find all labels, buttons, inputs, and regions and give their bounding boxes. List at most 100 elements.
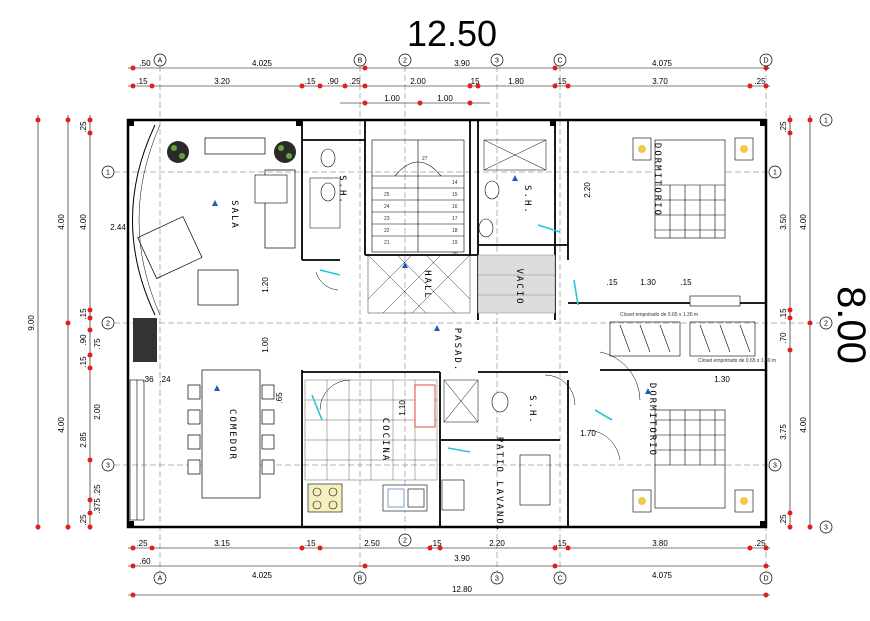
left-inner-dim-7: 2.00 xyxy=(93,404,102,420)
left-inner-dim-5: .75 xyxy=(93,338,102,350)
dim-1-20: 1.20 xyxy=(261,277,270,293)
right-mid-dim-1: 4.00 xyxy=(799,214,808,230)
left-inner-dim-10: .375 xyxy=(93,498,102,514)
grid-col-c-top: C xyxy=(557,58,562,65)
laundry-sink-icon xyxy=(441,454,551,511)
stair-step-27: 27 xyxy=(422,156,428,162)
bottom-dim-5: .15 xyxy=(430,539,442,548)
top-dim2-9: .15 xyxy=(555,77,567,86)
room-label-dormitorio-2: DORMITORIO xyxy=(647,383,657,457)
room-label-comedor: COMEDOR xyxy=(227,409,237,461)
left-dimension-ticks xyxy=(35,117,93,530)
top-dim-2: 3.90 xyxy=(454,59,470,68)
stair-step-15: 15 xyxy=(452,192,458,198)
bottom-dim-7: 2.20 xyxy=(489,539,505,548)
left-inner-dim-6: .15 xyxy=(79,356,88,368)
right-dimension-lines xyxy=(789,115,811,530)
top-dim2-8: 1.80 xyxy=(508,77,524,86)
stair-step-23: 23 xyxy=(384,216,390,222)
room-label-cocina: COCINA xyxy=(380,418,390,463)
room-label-dormitorio-1: DORMITORIO xyxy=(652,143,662,217)
stair-step-19: 19 xyxy=(452,240,458,246)
closet-note-bottom: Closet empotrado de 0.65 x 1.30 m xyxy=(698,358,776,364)
bottom-dim-2: 3.15 xyxy=(214,539,230,548)
bed-bottom-icon xyxy=(654,409,726,509)
kitchen-sink-icon xyxy=(382,484,428,512)
dim-1-30-top: 1.30 xyxy=(640,278,656,287)
closet-icon xyxy=(609,321,756,357)
top-dim2-6: 2.00 xyxy=(410,77,426,86)
stair-step-17: 17 xyxy=(452,216,458,222)
living-bay-window xyxy=(132,124,156,316)
kitchen-counter xyxy=(414,384,436,428)
bottom-dim2-1: 4.025 xyxy=(252,571,273,580)
lamp-icon xyxy=(638,145,748,505)
top-dim2-4: .90 xyxy=(327,77,339,86)
dim-15-a: .15 xyxy=(606,278,618,287)
room-label-sh-1: S.H. xyxy=(337,175,347,205)
bottom-edge-dim: .60 xyxy=(139,557,151,566)
stove-icon xyxy=(307,483,343,513)
grid-bubbles-right xyxy=(768,113,833,534)
grid-col-b-bottom: B xyxy=(358,576,363,583)
dim-1-00: 1.00 xyxy=(261,337,270,353)
dim-15-b: .15 xyxy=(680,278,692,287)
bottom-dim-9: 3.80 xyxy=(652,539,668,548)
grid-col-a-bottom: A xyxy=(158,576,163,583)
grid-row-3-left: 3 xyxy=(106,463,110,470)
stair-step-25: 25 xyxy=(384,192,390,198)
left-mid-dim-2: 4.00 xyxy=(57,417,66,433)
grid-col-d-top: D xyxy=(763,58,768,65)
bottom-total-dim: 12.80 xyxy=(452,585,473,594)
stair-step-16: 16 xyxy=(452,204,458,210)
dim-65: .65 xyxy=(275,392,284,404)
dim-2-20: 2.20 xyxy=(583,182,592,198)
left-inner-dim-3: .15 xyxy=(79,308,88,320)
right-inner-dim-3: .15 xyxy=(779,308,788,320)
right-inner-dim-6: .25 xyxy=(779,514,788,526)
right-inner-dim-1: .25 xyxy=(779,121,788,133)
plant-leaves-icon xyxy=(171,145,292,159)
room-label-sh-3: S.H. xyxy=(527,395,537,425)
plan-width-title: 12.50 xyxy=(407,13,497,54)
grid-col-c-bottom: C xyxy=(557,576,562,583)
grid-bubbles-bottom xyxy=(153,533,773,585)
grid-col-3-bottom: 3 xyxy=(495,576,499,583)
top-dim2-2: 3.20 xyxy=(214,77,230,86)
grid-col-a-top: A xyxy=(158,58,163,65)
door-leafs xyxy=(311,224,613,453)
bed-top-icon xyxy=(654,139,726,239)
plant-icon xyxy=(133,141,296,362)
sofa-icon xyxy=(137,137,296,306)
right-inner-dim-4: .70 xyxy=(779,332,788,344)
stair-step-18: 18 xyxy=(452,228,458,234)
top-dim-3: 4.075 xyxy=(652,59,673,68)
grid-col-2-top: 2 xyxy=(403,58,407,65)
stair-step-21: 21 xyxy=(384,240,390,246)
top-dim3-2: 1.00 xyxy=(437,94,453,103)
left-inner-dim-2: 4.00 xyxy=(79,214,88,230)
bottom-dim-1: .25 xyxy=(136,539,148,548)
closet-note-top: Closet empotrado de 0.65 x 1.30 m xyxy=(620,312,698,318)
right-inner-dim-5: 3.75 xyxy=(779,424,788,440)
bottom-dimension-ticks xyxy=(130,545,769,598)
grid-row-1-right-top: 1 xyxy=(824,118,828,125)
grid-col-d-bottom: D xyxy=(763,576,768,583)
plan-depth-title: 8.00 xyxy=(829,286,870,364)
dim-24: .24 xyxy=(159,375,171,384)
left-inner-dim-4: .90 xyxy=(79,334,88,346)
room-label-sh-2: S.H. xyxy=(522,185,532,215)
right-inner-dim-2: 3.50 xyxy=(779,214,788,230)
grid-row-3-right-bottom: 3 xyxy=(824,525,828,532)
stair-step-24: 24 xyxy=(384,204,390,210)
bottom-dim-4: 2.50 xyxy=(364,539,380,548)
grid-col-3-top: 3 xyxy=(495,58,499,65)
structural-columns xyxy=(128,120,766,527)
left-window-strip xyxy=(129,379,145,521)
top-dimension-ticks xyxy=(130,65,769,106)
left-mid-dim-1: 4.00 xyxy=(57,214,66,230)
bottom-dim-6: 3.90 xyxy=(454,554,470,563)
grid-row-3-right: 3 xyxy=(773,463,777,470)
grid-bubbles-left xyxy=(101,165,115,472)
dim-1-70: 1.70 xyxy=(580,429,596,438)
